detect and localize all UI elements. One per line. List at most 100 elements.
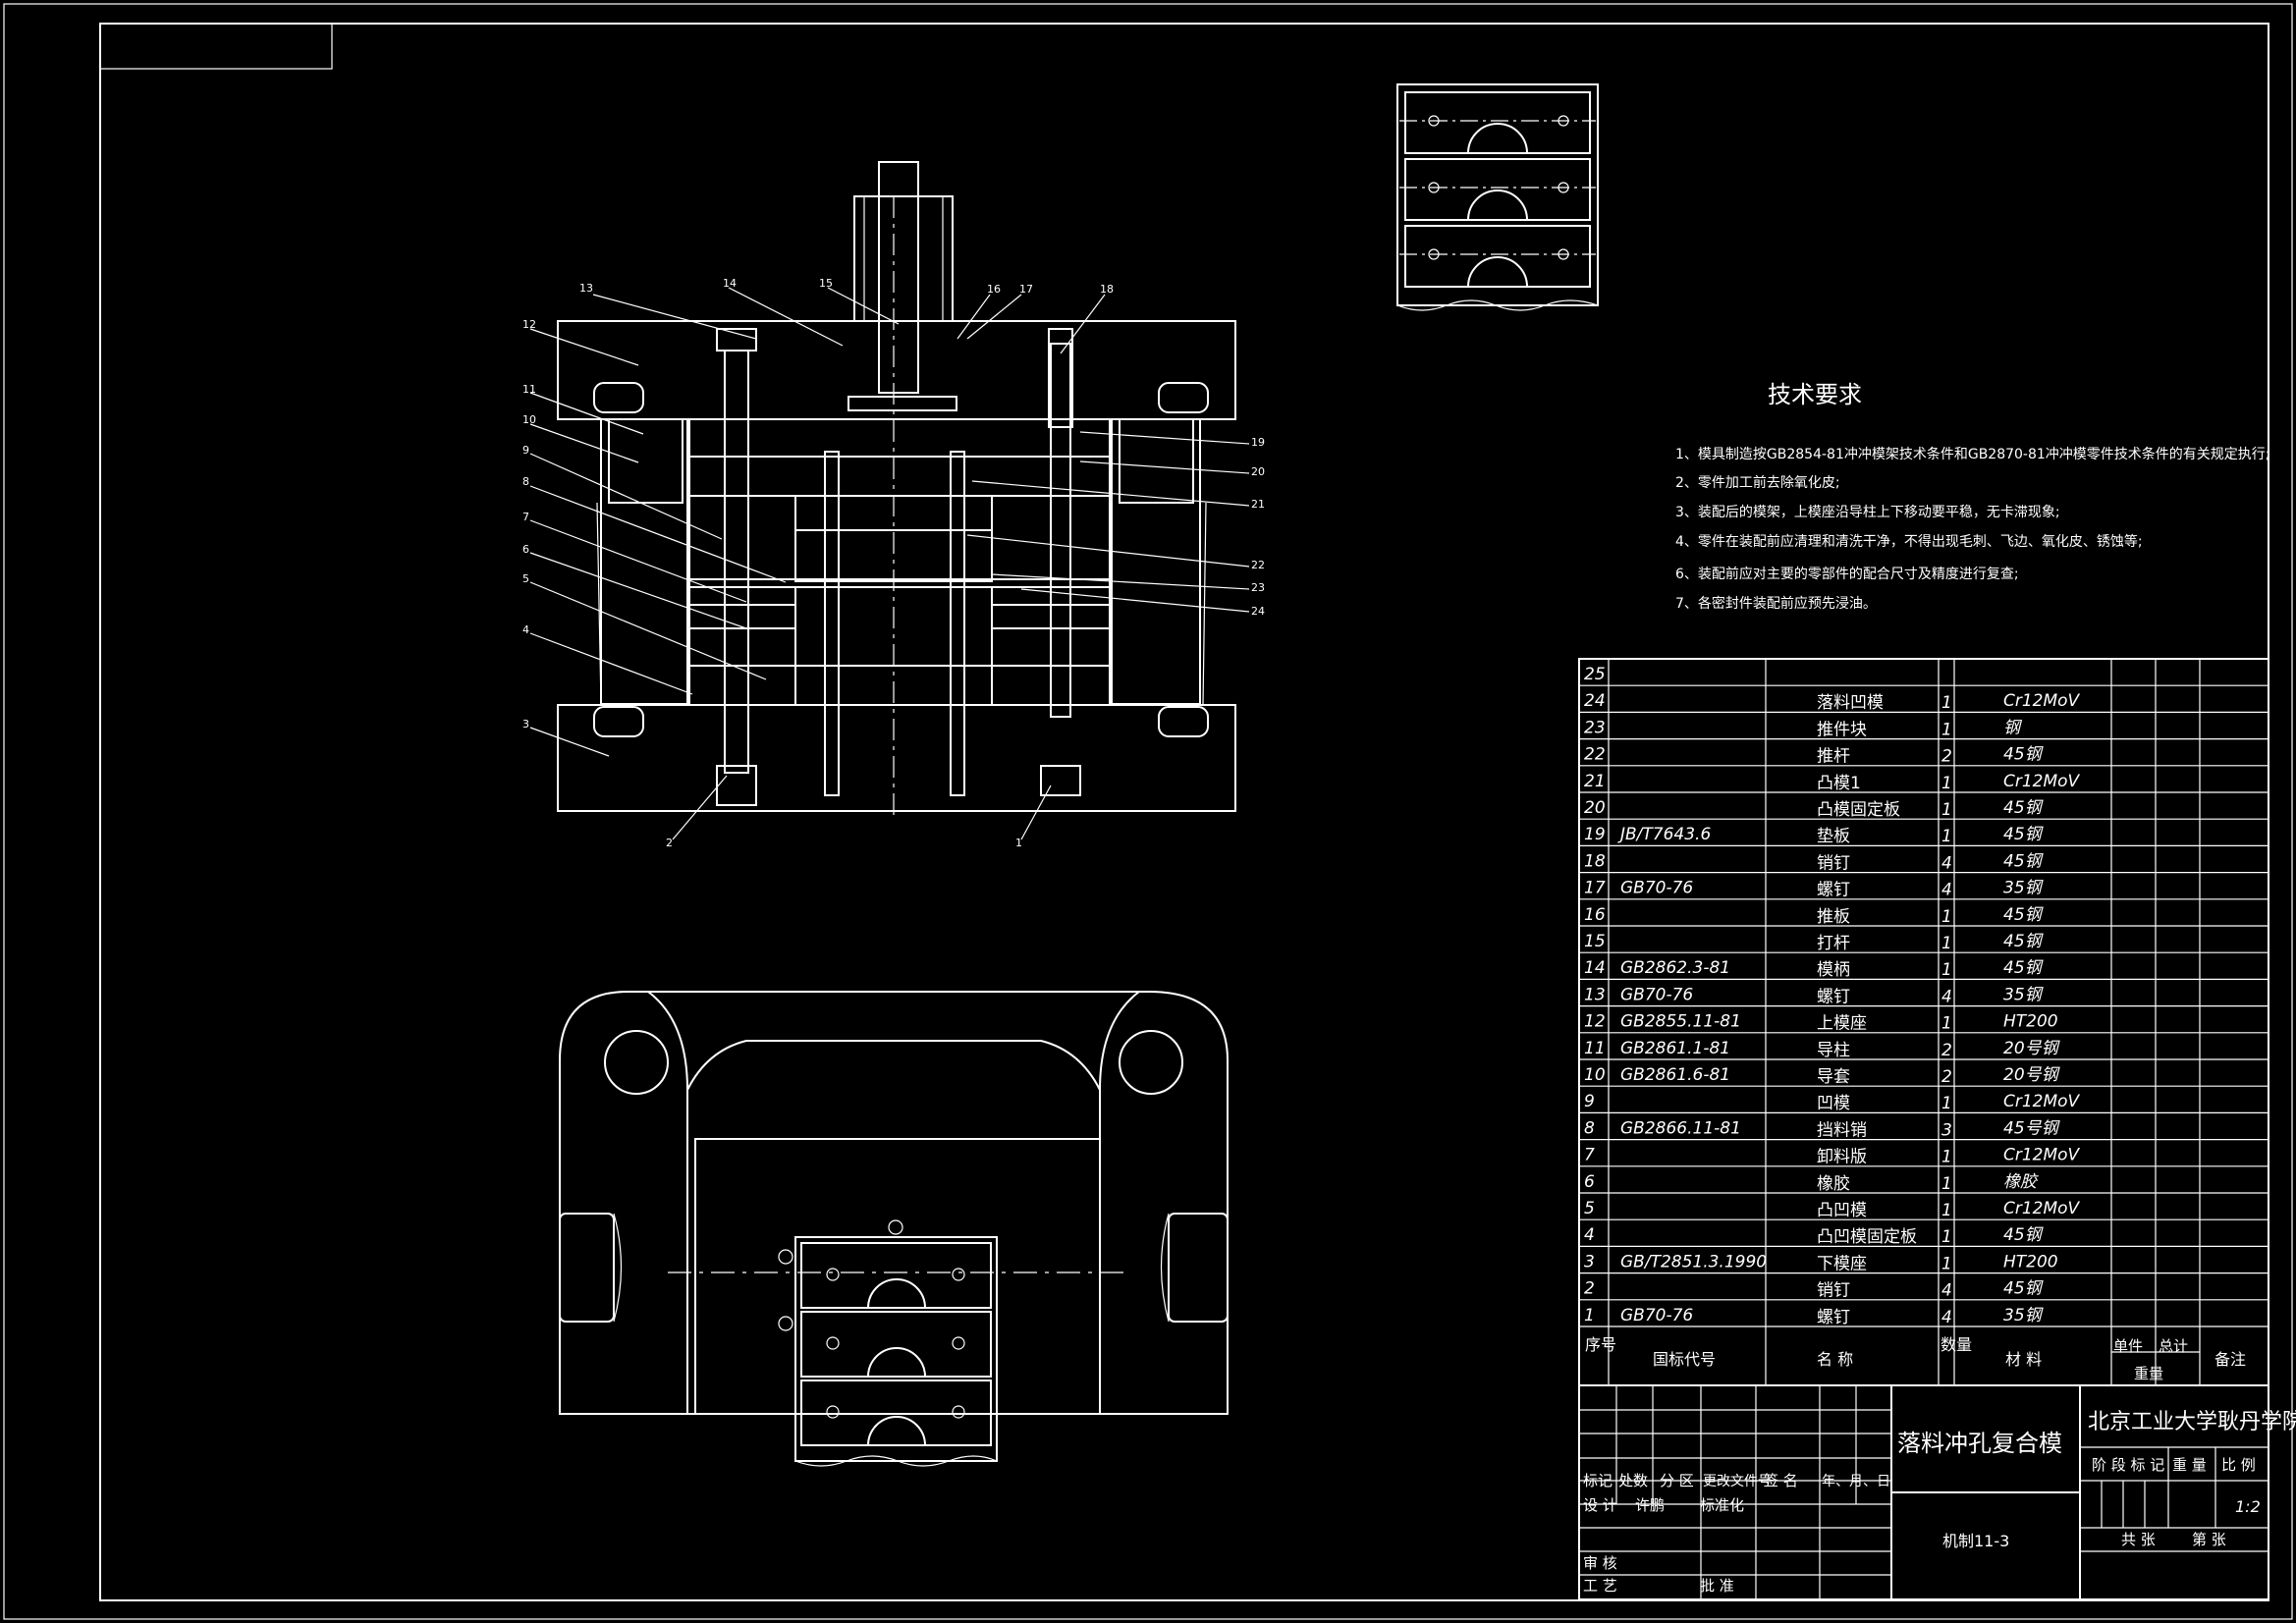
bom-row-material: 45钢 (2003, 932, 2045, 951)
bom-row-name: 销钉 (1817, 1281, 1850, 1301)
callout-9: 9 (522, 444, 529, 457)
bom-row-material: Cr12MoV (2003, 1146, 2081, 1165)
tb-label-sheji: 设 计 (1583, 1496, 1617, 1514)
bom-header-unit-weight: 单件 (2113, 1337, 2143, 1355)
bom-row-qty: 4 (1941, 853, 1952, 873)
screw-left (724, 350, 749, 774)
bom-row-material: 35钢 (2003, 879, 2045, 898)
bom-row-material: 45钢 (2003, 851, 2045, 871)
tb-label-dizhang: 第 张 (2192, 1531, 2226, 1548)
lower-die-base (557, 704, 1236, 812)
tb-label-biaoji: 标记 (1583, 1472, 1613, 1489)
bom-row-name: 螺钉 (1817, 1308, 1850, 1327)
callout-11: 11 (522, 383, 536, 396)
bom-row-material: HT200 (2003, 1012, 2058, 1032)
bom-row-no: 25 (1584, 665, 1606, 684)
bom-row-no: 14 (1584, 958, 1606, 978)
bom-row-qty: 4 (1941, 987, 1952, 1006)
bom-row-no: 17 (1584, 879, 1606, 898)
callout-3: 3 (522, 718, 529, 730)
bom-row-material: Cr12MoV (2003, 772, 2081, 791)
callout-20: 20 (1251, 465, 1265, 478)
bom-row-no: 11 (1584, 1039, 1606, 1058)
bom-row-qty: 2 (1941, 1067, 1952, 1087)
backing-plate (686, 418, 1111, 458)
bom-row-material: 45钢 (2003, 1225, 2045, 1245)
callout-7: 7 (522, 511, 529, 523)
screw-upper-right (1048, 328, 1073, 428)
bom-row-name: 挡料销 (1817, 1120, 1867, 1140)
blanking-die-left (686, 495, 796, 580)
guide-bushing-left (608, 418, 683, 504)
strip-layout (1396, 83, 1599, 311)
bom-row-code: GB70-76 (1620, 879, 1693, 898)
bom-row-material: 45钢 (2003, 958, 2045, 978)
bom-row-qty: 1 (1941, 907, 1952, 927)
bom-row-no: 21 (1584, 772, 1606, 791)
bom-row-qty: 1 (1941, 1227, 1952, 1247)
bom-header-weight: 重量 (2134, 1365, 2163, 1382)
bom-row-name: 螺钉 (1817, 881, 1850, 900)
bom-row-no: 8 (1584, 1118, 1595, 1138)
tb-label-gongyi: 工 艺 (1583, 1577, 1617, 1595)
tech-item-3: 3、装配后的模架，上模座沿导柱上下移动要平稳，无卡滞现象; (1675, 505, 2060, 520)
bom-row-name: 凹模 (1817, 1094, 1850, 1113)
guide-hole-right (1119, 1030, 1183, 1095)
bom-row-code: GB/T2851.3.1990 (1620, 1252, 1767, 1271)
tb-label-biaozhunhua: 标准化 (1700, 1496, 1744, 1514)
punch-die-plate (686, 665, 1111, 706)
tech-item-6: 6、装配前应对主要的零部件的配合尺寸及精度进行复查; (1675, 566, 2019, 582)
tb-label-fenqu: 分 区 (1660, 1472, 1694, 1489)
bom-row-name: 推杆 (1817, 747, 1850, 767)
bom-row-code: GB2866.11-81 (1620, 1118, 1741, 1138)
bom-row-qty: 1 (1941, 1174, 1952, 1194)
stripper-left (686, 586, 796, 629)
bom-row-qty: 4 (1941, 881, 1952, 900)
bom-row-qty: 2 (1941, 1041, 1952, 1060)
die-shank (853, 195, 954, 322)
bom-row-code: GB2855.11-81 (1620, 1012, 1741, 1032)
callout-18: 18 (1100, 283, 1114, 296)
bom-row-no: 1 (1584, 1306, 1595, 1325)
bom-row-name: 凸模固定板 (1817, 800, 1900, 820)
tb-label-riqi: 年、月、日 (1822, 1474, 1890, 1489)
bom-row-name: 推件块 (1817, 720, 1867, 739)
outer-frame (3, 3, 2293, 1620)
bom-row-no: 2 (1584, 1279, 1595, 1299)
bom-header-remark: 备注 (2214, 1350, 2246, 1369)
bom-row-name: 下模座 (1817, 1254, 1867, 1273)
bom-row-qty: 1 (1941, 1014, 1952, 1034)
tech-item-1: 1、模具制造按GB2854-81冲冲模架技术条件和GB2870-81冲冲模零件技… (1675, 446, 2270, 462)
callouts-right: 19 20 21 22 23 24 (966, 431, 1265, 618)
callout-22: 22 (1251, 559, 1265, 571)
bom-row-name: 落料凹模 (1817, 693, 1884, 713)
plan-view (559, 991, 1229, 1467)
callout-15: 15 (819, 277, 833, 290)
callout-4: 4 (522, 623, 529, 636)
bom-row-qty: 1 (1941, 960, 1952, 980)
tb-scale: 1:2 (2235, 1497, 2261, 1516)
bom-row-name: 卸料版 (1817, 1148, 1867, 1167)
bom-row-no: 4 (1584, 1225, 1595, 1245)
push-rod-left (824, 451, 840, 796)
tb-label-bili: 比 例 (2221, 1456, 2256, 1474)
tech-item-2: 2、零件加工前去除氧化皮; (1675, 474, 1840, 491)
callout-13: 13 (579, 282, 593, 295)
bom-row-no: 6 (1584, 1172, 1595, 1192)
bom-row-name: 螺钉 (1817, 987, 1850, 1006)
callouts-left: 13 14 15 16 17 18 12 11 10 9 8 7 6 5 4 3… (522, 277, 1114, 849)
callout-5: 5 (522, 572, 529, 585)
bom-row-name: 凸凹模 (1817, 1201, 1867, 1220)
tb-label-chushu: 处数 (1618, 1472, 1648, 1489)
bom-row-name: 导套 (1817, 1067, 1850, 1087)
bom-row-code: GB2861.1-81 (1620, 1039, 1730, 1058)
bom-row-code: GB70-76 (1620, 1306, 1693, 1325)
bom-row-material: 45钢 (2003, 745, 2045, 765)
bom-row-qty: 1 (1941, 800, 1952, 820)
tb-label-qianming: 签 名 (1764, 1472, 1798, 1489)
bom-row-code: GB2862.3-81 (1620, 958, 1730, 978)
callout-16: 16 (987, 283, 1001, 296)
tb-label-genggai: 更改文件号 (1703, 1474, 1772, 1489)
bom-row-no: 5 (1584, 1199, 1595, 1218)
